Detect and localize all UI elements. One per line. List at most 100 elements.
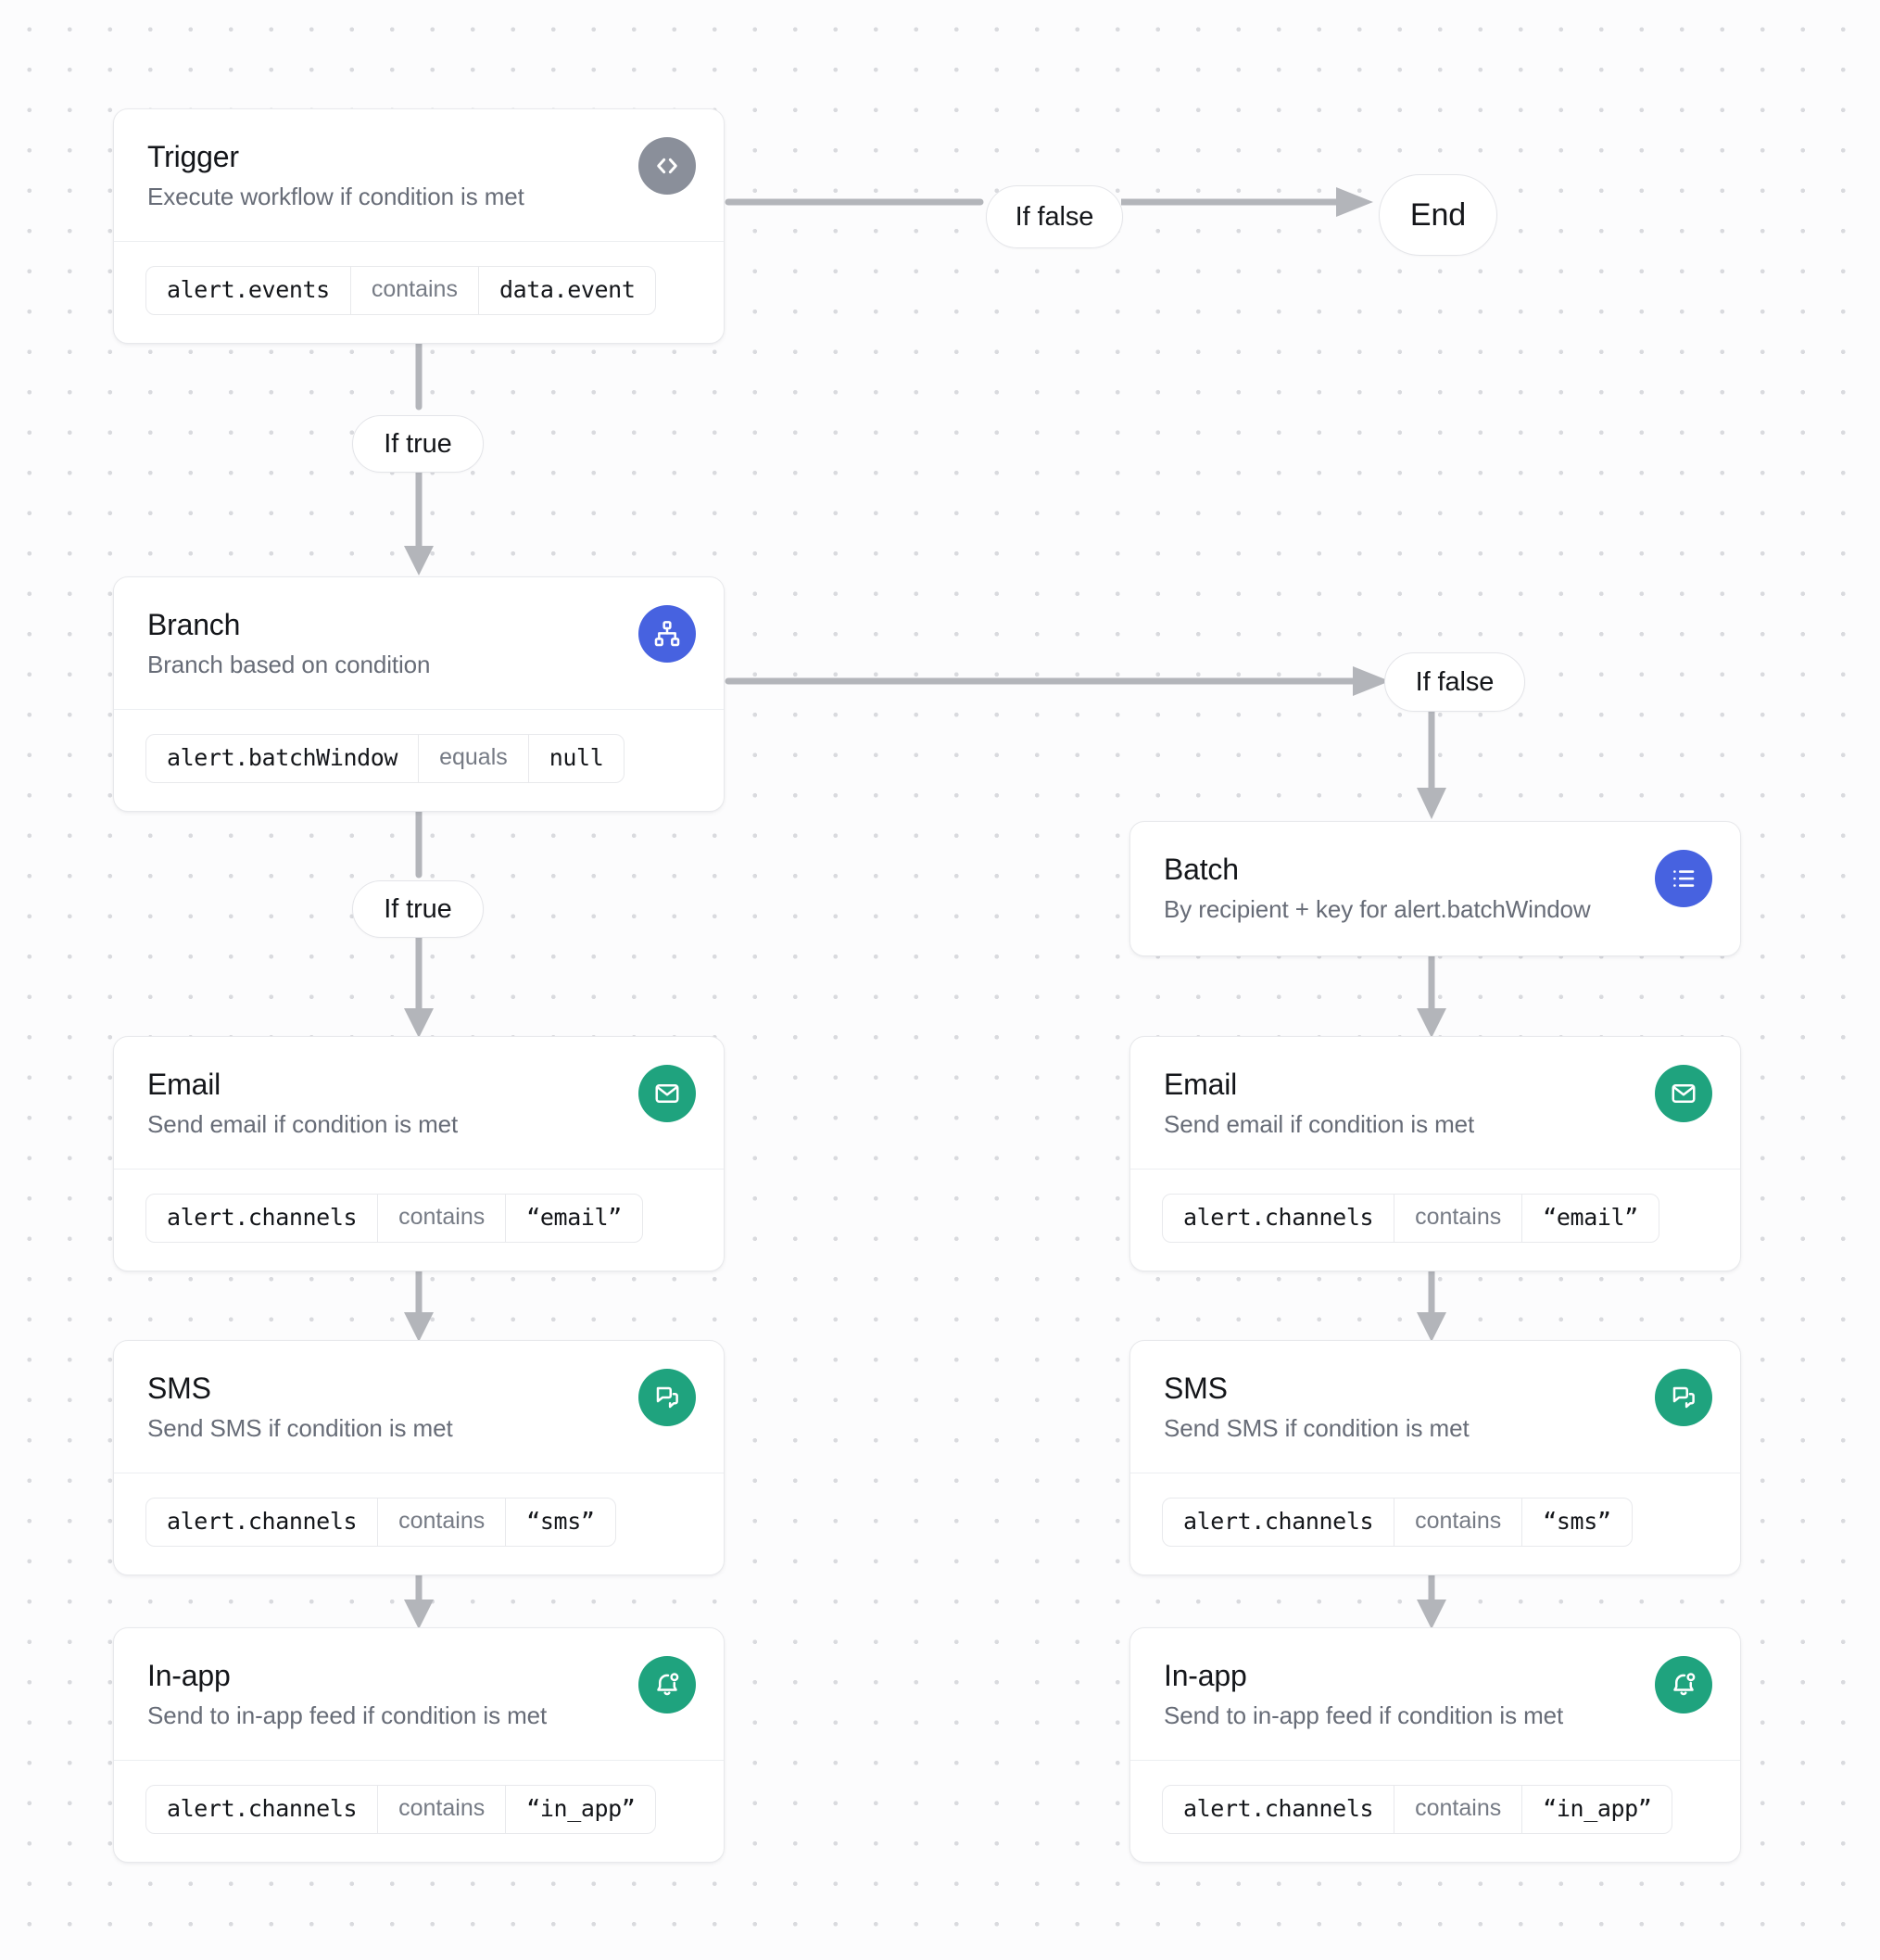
node-title: In-app [1164,1659,1247,1692]
condition-value: “email” [526,1204,622,1232]
condition-chip[interactable]: alert.channels contains “in_app” [1162,1785,1673,1835]
envelope-icon [1655,1065,1712,1122]
condition-operator: contains [1394,1195,1523,1243]
node-condition: alert.channels contains “sms” [1130,1473,1740,1574]
node-header: Email Send email if condition is met [1130,1037,1740,1169]
condition-operator: contains [1394,1786,1523,1834]
condition-value: null [549,744,604,772]
condition-value: “sms” [1543,1508,1611,1536]
pill-trigger-if-true[interactable]: If true [352,415,484,473]
condition-chip[interactable]: alert.channels contains “sms” [1162,1498,1633,1548]
list-icon [1655,850,1712,907]
pill-branch-if-true[interactable]: If true [352,880,484,938]
node-subtitle: Send to in-app feed if condition is met [1164,1701,1564,1729]
connector-branch-to-iffalse [725,664,1397,698]
pill-label: If true [384,893,452,924]
condition-value: “sms” [526,1508,595,1536]
node-title: Branch [147,608,241,641]
node-title: Trigger [147,140,239,173]
node-header: SMS Send SMS if condition is met [1130,1341,1740,1473]
pill-label: If true [384,428,452,459]
condition-chip[interactable]: alert.channels contains “email” [145,1194,643,1244]
condition-field: alert.events [167,276,330,304]
connector-trigger-to-iffalse [725,185,984,219]
node-subtitle: Send email if condition is met [147,1109,459,1138]
condition-chip[interactable]: alert.events contains data.event [145,266,657,316]
condition-chip[interactable]: alert.channels contains “in_app” [145,1785,657,1835]
node-header: In-app Send to in-app feed if condition … [114,1628,724,1760]
node-header: Email Send email if condition is met [114,1037,724,1169]
envelope-icon [638,1065,696,1122]
condition-operator: contains [1394,1498,1523,1547]
node-sms-left[interactable]: SMS Send SMS if condition is met alert.c… [113,1340,725,1576]
node-header: Batch By recipient + key for alert.batch… [1130,822,1740,955]
end-label: End [1409,196,1467,233]
node-condition: alert.channels contains “email” [114,1169,724,1271]
condition-field: alert.channels [1183,1508,1374,1536]
node-condition: alert.channels contains “sms” [114,1473,724,1574]
pill-trigger-if-false[interactable]: If false [986,185,1123,248]
node-subtitle: Send to in-app feed if condition is met [147,1701,548,1729]
condition-operator: equals [418,735,529,783]
pill-branch-if-false[interactable]: If false [1384,652,1525,712]
condition-value: “email” [1543,1204,1638,1232]
node-condition: alert.channels contains “email” [1130,1169,1740,1271]
node-title: In-app [147,1659,231,1692]
node-title: Email [1164,1068,1238,1101]
connector-iffalse-to-end [1121,185,1381,219]
node-condition: alert.events contains data.event [114,241,724,343]
node-trigger[interactable]: Trigger Execute workflow if condition is… [113,108,725,345]
node-header: Branch Branch based on condition [114,577,724,709]
connector-iffalse-to-batch [1415,706,1448,821]
node-condition: alert.channels contains “in_app” [1130,1760,1740,1862]
condition-operator: contains [349,267,479,315]
node-branch[interactable]: Branch Branch based on condition alert.b… [113,576,725,813]
node-header: In-app Send to in-app feed if condition … [1130,1628,1740,1760]
node-inapp-right[interactable]: In-app Send to in-app feed if condition … [1129,1627,1741,1864]
condition-value: “in_app” [526,1795,636,1823]
chat-bubbles-icon [638,1369,696,1426]
condition-field: alert.channels [167,1204,358,1232]
node-subtitle: Send SMS if condition is met [147,1413,453,1442]
bell-dot-icon [638,1656,696,1713]
condition-value: data.event [498,276,636,304]
node-subtitle: Execute workflow if condition is met [147,182,524,210]
node-title: SMS [1164,1372,1228,1405]
node-header: SMS Send SMS if condition is met [114,1341,724,1473]
condition-field: alert.channels [167,1795,358,1823]
node-inapp-left[interactable]: In-app Send to in-app feed if condition … [113,1627,725,1864]
bell-dot-icon [1655,1656,1712,1713]
pill-label: If false [1415,666,1495,697]
condition-operator: contains [377,1195,507,1243]
condition-field: alert.batchWindow [167,744,398,772]
node-email-left[interactable]: Email Send email if condition is met ale… [113,1036,725,1272]
condition-field: alert.channels [1183,1204,1374,1232]
condition-operator: contains [377,1786,507,1834]
condition-value: “in_app” [1543,1795,1652,1823]
node-title: Email [147,1068,221,1101]
node-header: Trigger Execute workflow if condition is… [114,109,724,241]
node-condition: alert.batchWindow equals null [114,709,724,811]
node-subtitle: Branch based on condition [147,650,431,678]
condition-operator: contains [377,1498,507,1547]
node-title: SMS [147,1372,211,1405]
chat-bubbles-icon [1655,1369,1712,1426]
pill-label: If false [1015,201,1094,232]
node-title: Batch [1164,853,1239,886]
node-sms-right[interactable]: SMS Send SMS if condition is met alert.c… [1129,1340,1741,1576]
node-end[interactable]: End [1379,174,1497,256]
code-icon [638,137,696,195]
node-batch[interactable]: Batch By recipient + key for alert.batch… [1129,821,1741,957]
node-email-right[interactable]: Email Send email if condition is met ale… [1129,1036,1741,1272]
condition-field: alert.channels [1183,1795,1374,1823]
condition-field: alert.channels [167,1508,358,1536]
connector-iftrue-to-branch [402,468,435,577]
condition-chip[interactable]: alert.channels contains “email” [1162,1194,1659,1244]
condition-chip[interactable]: alert.channels contains “sms” [145,1498,616,1548]
sitemap-icon [638,605,696,663]
node-condition: alert.channels contains “in_app” [114,1760,724,1862]
node-subtitle: Send SMS if condition is met [1164,1413,1470,1442]
condition-chip[interactable]: alert.batchWindow equals null [145,734,625,784]
node-subtitle: By recipient + key for alert.batchWindow [1164,894,1591,923]
